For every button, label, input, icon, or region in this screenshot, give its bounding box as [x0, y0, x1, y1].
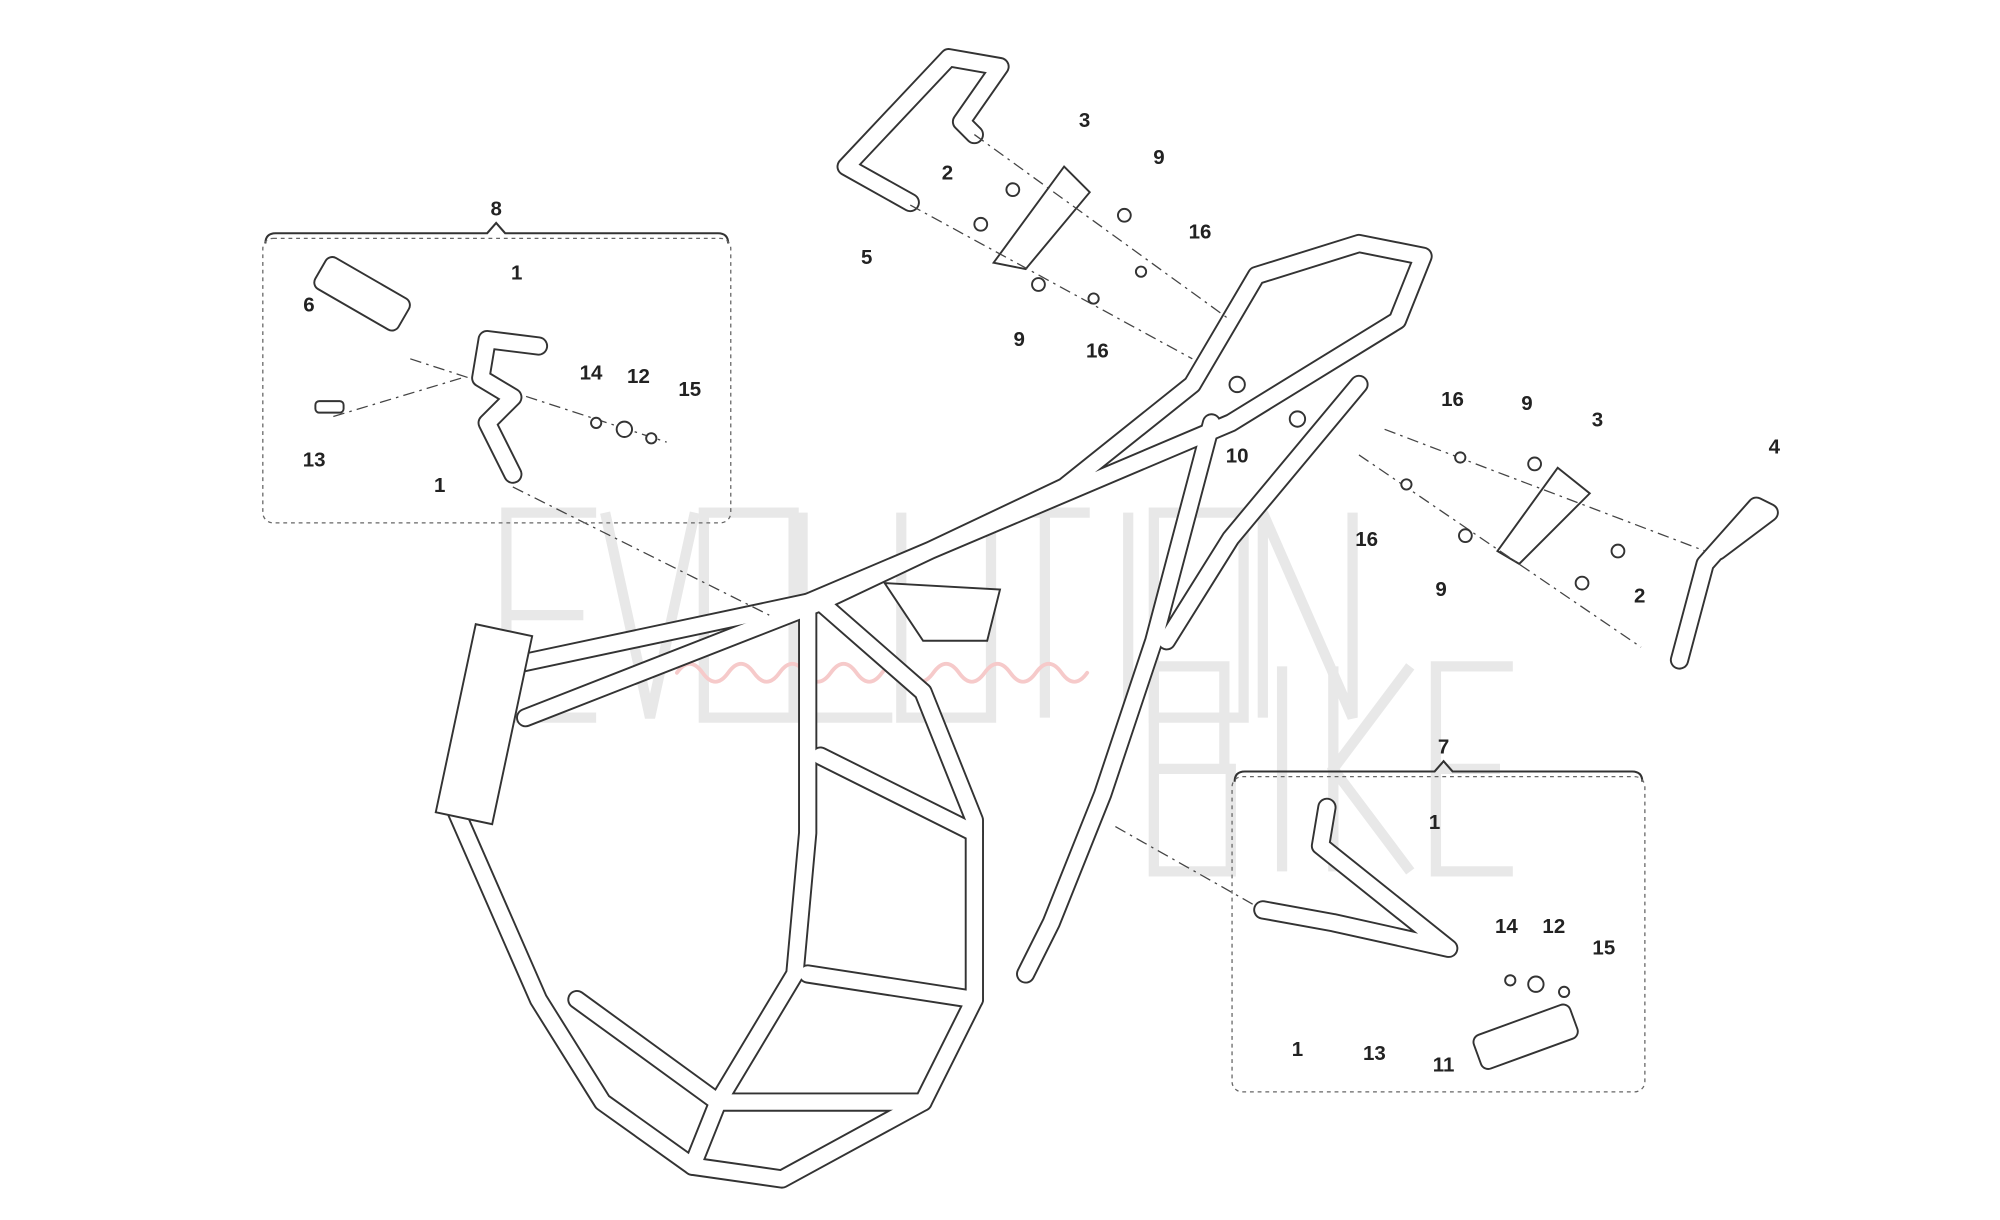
callout-1: 1 — [434, 474, 445, 497]
callout-2: 2 — [1634, 584, 1645, 607]
upper-callouts: 3 9 2 5 16 9 16 — [861, 109, 1211, 363]
grab-handle-right — [1669, 496, 1779, 670]
bracket-upper — [991, 165, 1092, 271]
callout-16: 16 — [1086, 340, 1109, 363]
callout-6: 6 — [303, 293, 314, 316]
group-7-footrest-assembly: 7 1 14 12 15 1 13 11 — [1231, 736, 1646, 1093]
callout-16: 16 — [1189, 220, 1212, 243]
callout-9: 9 — [1014, 328, 1025, 351]
callout-3: 3 — [1592, 409, 1603, 432]
group-8-footrest-assembly: 8 1 6 14 12 15 13 1 — [262, 197, 732, 524]
watermark-tagline-mark — [675, 661, 1090, 684]
callout-4: 4 — [1769, 436, 1781, 459]
callout-1: 1 — [1292, 1038, 1303, 1061]
callout-15: 15 — [678, 378, 701, 401]
watermark-logo — [501, 507, 1513, 877]
callout-9: 9 — [1435, 578, 1446, 601]
callout-5: 5 — [861, 246, 872, 269]
callout-16: 16 — [1441, 388, 1464, 411]
callout-12: 12 — [1542, 915, 1565, 938]
callout-15: 15 — [1592, 937, 1615, 960]
callout-13: 13 — [1363, 1042, 1386, 1065]
callout-11: 11 — [1433, 1053, 1455, 1076]
footpeg-6 — [313, 256, 411, 332]
callout-13: 13 — [303, 448, 326, 471]
motorcycle-frame — [434, 233, 1433, 1189]
callout-14: 14 — [580, 361, 603, 384]
callout-2: 2 — [942, 161, 953, 184]
callout-1: 1 — [1429, 811, 1440, 834]
callout-16: 16 — [1355, 528, 1378, 551]
callout-9: 9 — [1153, 146, 1164, 169]
callout-1: 1 — [511, 261, 522, 284]
callout-3: 3 — [1079, 109, 1090, 132]
callout-12: 12 — [627, 365, 650, 388]
callout-9: 9 — [1521, 392, 1532, 415]
callout-14: 14 — [1495, 915, 1518, 938]
right-callouts: 16 9 3 4 10 16 9 2 — [1226, 375, 1781, 607]
footpeg-11 — [1472, 1003, 1579, 1070]
callout-10: 10 — [1226, 445, 1249, 468]
callout-8: 8 — [490, 197, 501, 220]
grab-handle-left — [836, 48, 1010, 213]
callout-7: 7 — [1438, 736, 1449, 759]
bracket-right — [1496, 466, 1592, 566]
